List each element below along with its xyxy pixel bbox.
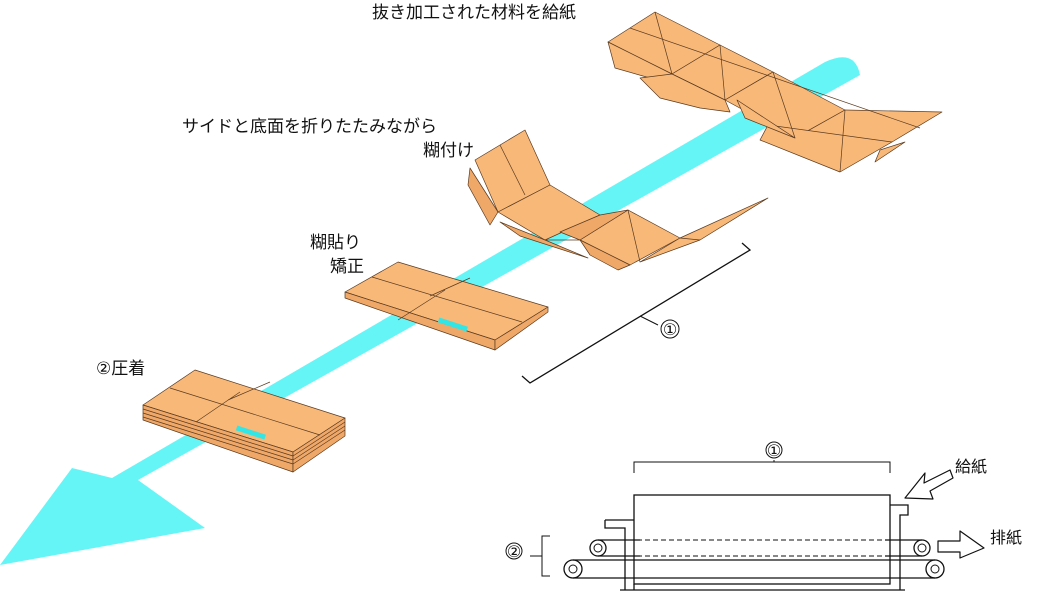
section1-marker: ① — [663, 320, 677, 339]
feed-arrow-icon — [904, 469, 954, 500]
discharge-arrow-icon — [937, 530, 985, 559]
glue-step-label-line2: 矯正 — [330, 257, 364, 277]
fold-step-label-line2: 糊付け — [423, 141, 474, 161]
press-step-label: ②圧着 — [96, 359, 145, 379]
discharge-label: 排紙 — [990, 528, 1022, 547]
section1-bracket: ① — [521, 242, 752, 384]
glue-step-label-line1: 糊貼り — [310, 233, 361, 253]
feed-label: 給紙 — [955, 457, 987, 476]
fold-step-label-line1: サイドと底面を折りたたみながら — [182, 117, 437, 137]
carton-folding — [467, 129, 769, 271]
machine-section2-label: ② — [507, 542, 521, 561]
carton-glued — [344, 261, 549, 351]
machine-section1-label: ① — [767, 441, 781, 460]
machine-side-view: ① ② 給紙 排紙 — [505, 441, 1022, 591]
carton-pressed-stack — [142, 369, 346, 473]
carton-flat-blank — [607, 11, 943, 173]
feed-step-label: 抜き加工された材料を給紙 — [372, 3, 576, 23]
